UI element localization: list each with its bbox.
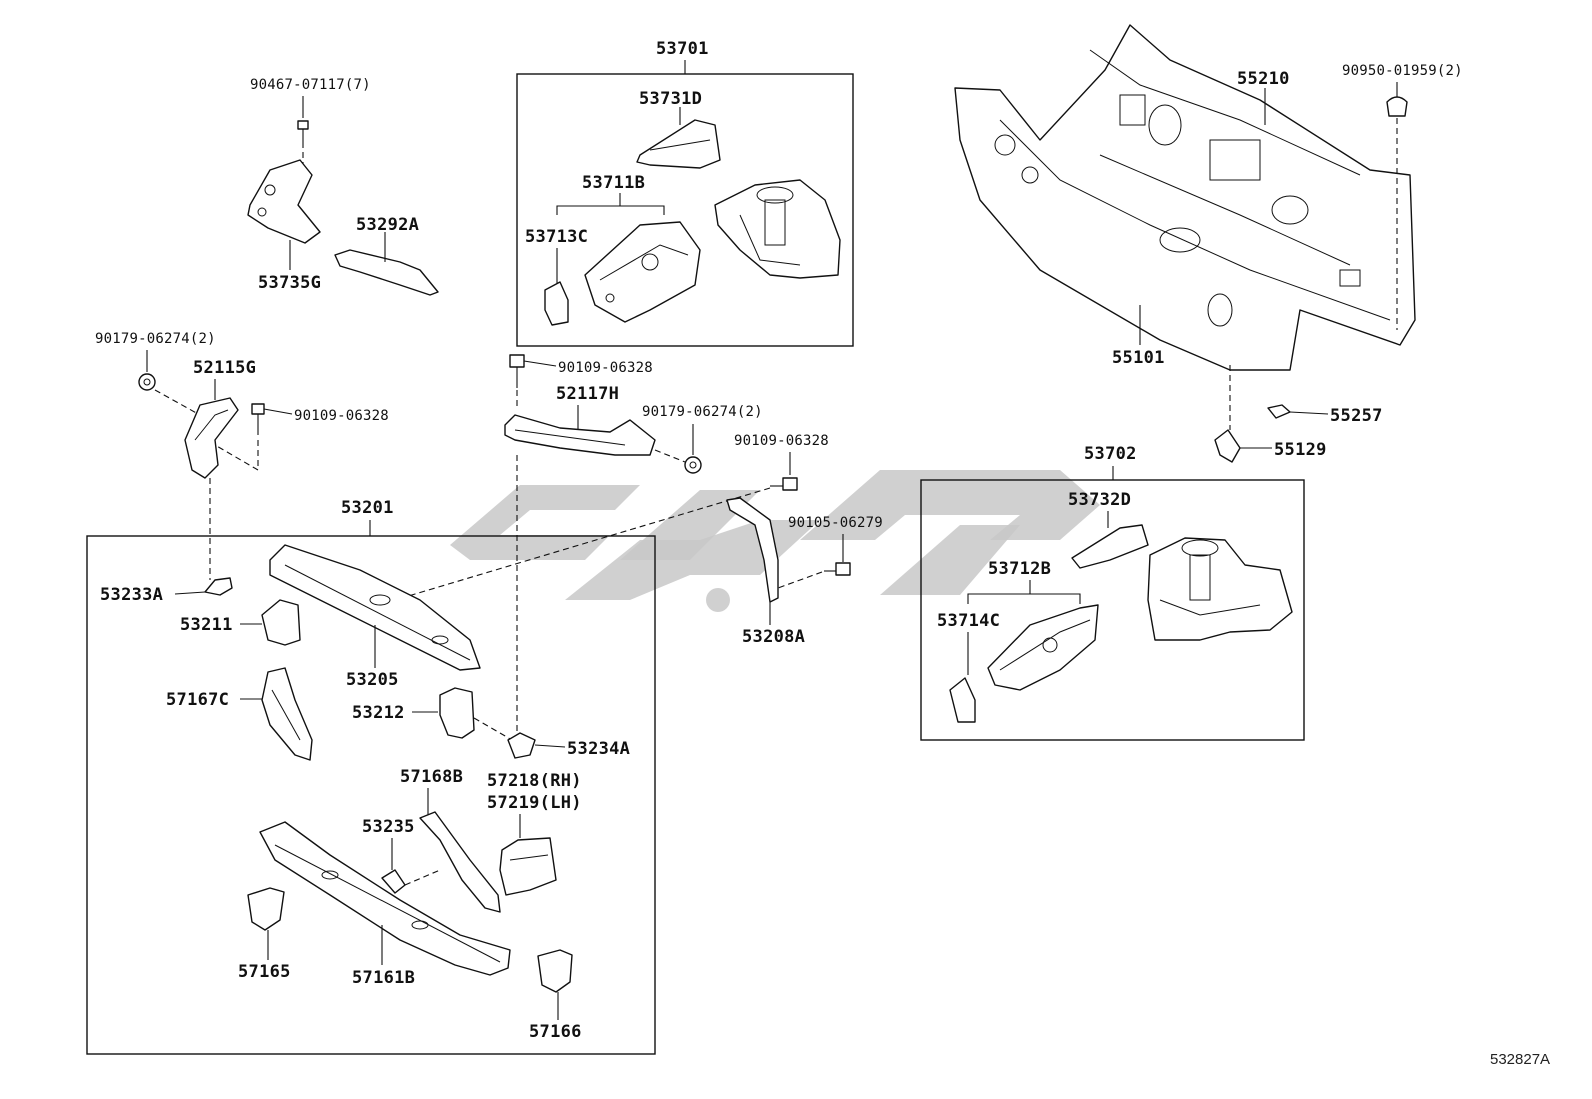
bolt-90105-icon bbox=[835, 562, 851, 576]
part-53732D bbox=[1071, 524, 1149, 569]
part-53711B bbox=[584, 221, 701, 323]
label-53712B: 53712B bbox=[988, 559, 1051, 579]
part-53702-apron bbox=[1147, 537, 1293, 641]
part-53235 bbox=[381, 869, 406, 894]
bolt-90109a-icon bbox=[251, 403, 265, 415]
part-53233A bbox=[204, 577, 233, 596]
label-53714C: 53714C bbox=[937, 611, 1000, 631]
part-53713C bbox=[544, 281, 569, 326]
bolt-90467-icon bbox=[297, 96, 309, 142]
part-53212 bbox=[439, 687, 475, 739]
label-57166: 57166 bbox=[529, 1022, 582, 1042]
part-57166 bbox=[537, 949, 573, 993]
label-90179b: 90179-06274(2) bbox=[642, 404, 763, 420]
label-53234A: 53234A bbox=[567, 739, 630, 759]
group-box-53201 bbox=[86, 535, 656, 1055]
group-label-53702: 53702 bbox=[1084, 444, 1137, 464]
part-53208A bbox=[726, 497, 779, 603]
part-52115G bbox=[184, 397, 239, 479]
part-55129-icon bbox=[1214, 429, 1241, 463]
label-57165: 57165 bbox=[238, 962, 291, 982]
part-53714C bbox=[949, 677, 976, 723]
nut-90179b-icon bbox=[684, 456, 702, 474]
part-55101-dash-panel bbox=[954, 24, 1416, 371]
label-57167C: 57167C bbox=[166, 690, 229, 710]
label-53212: 53212 bbox=[352, 703, 405, 723]
label-53732D: 53732D bbox=[1068, 490, 1131, 510]
bolt-90109c-icon bbox=[782, 477, 798, 491]
label-57219: 57219(LH) bbox=[487, 793, 582, 813]
part-53731D bbox=[636, 119, 721, 169]
label-57218: 57218(RH) bbox=[487, 771, 582, 791]
part-55257-icon bbox=[1267, 404, 1291, 419]
label-55101: 55101 bbox=[1112, 348, 1165, 368]
clip-90950-icon bbox=[1386, 96, 1408, 117]
group-label-53201: 53201 bbox=[341, 498, 394, 518]
nut-90179a-icon bbox=[138, 373, 156, 391]
label-52115G: 52115G bbox=[193, 358, 256, 378]
label-90109a: 90109-06328 bbox=[294, 408, 389, 424]
part-53735G bbox=[247, 159, 321, 244]
part-57165 bbox=[247, 887, 285, 931]
label-53731D: 53731D bbox=[639, 89, 702, 109]
label-53205: 53205 bbox=[346, 670, 399, 690]
label-52117H: 52117H bbox=[556, 384, 619, 404]
bolt-90109b-icon bbox=[509, 354, 525, 368]
label-90109b: 90109-06328 bbox=[558, 360, 653, 376]
part-53292A bbox=[334, 249, 439, 296]
part-52117H bbox=[504, 414, 656, 456]
diagram-reference-code: 532827A bbox=[1490, 1051, 1550, 1068]
label-90950: 90950-01959(2) bbox=[1342, 63, 1463, 79]
label-57161B: 57161B bbox=[352, 968, 415, 988]
label-53292A: 53292A bbox=[356, 215, 419, 235]
part-53701-apron bbox=[714, 179, 841, 279]
label-53211: 53211 bbox=[180, 615, 233, 635]
label-90467: 90467-07117(7) bbox=[250, 77, 371, 93]
label-55210: 55210 bbox=[1237, 69, 1290, 89]
label-90109c: 90109-06328 bbox=[734, 433, 829, 449]
label-53711B: 53711B bbox=[582, 173, 645, 193]
part-57167C bbox=[261, 667, 313, 761]
part-53234A bbox=[507, 732, 536, 759]
label-53208A: 53208A bbox=[742, 627, 805, 647]
label-53735G: 53735G bbox=[258, 273, 321, 293]
part-53211 bbox=[261, 599, 301, 646]
label-53235: 53235 bbox=[362, 817, 415, 837]
part-53205 bbox=[269, 544, 481, 671]
label-55257: 55257 bbox=[1330, 406, 1383, 426]
label-90179a: 90179-06274(2) bbox=[95, 331, 216, 347]
part-57168B bbox=[419, 811, 501, 913]
label-90105: 90105-06279 bbox=[788, 515, 883, 531]
group-label-53701: 53701 bbox=[656, 39, 709, 59]
label-53233A: 53233A bbox=[100, 585, 163, 605]
label-57168B: 57168B bbox=[400, 767, 463, 787]
part-57218-57219 bbox=[499, 837, 557, 896]
part-57161B bbox=[259, 821, 511, 976]
label-53713C: 53713C bbox=[525, 227, 588, 247]
watermark-logo bbox=[450, 470, 1100, 612]
label-55129: 55129 bbox=[1274, 440, 1327, 460]
